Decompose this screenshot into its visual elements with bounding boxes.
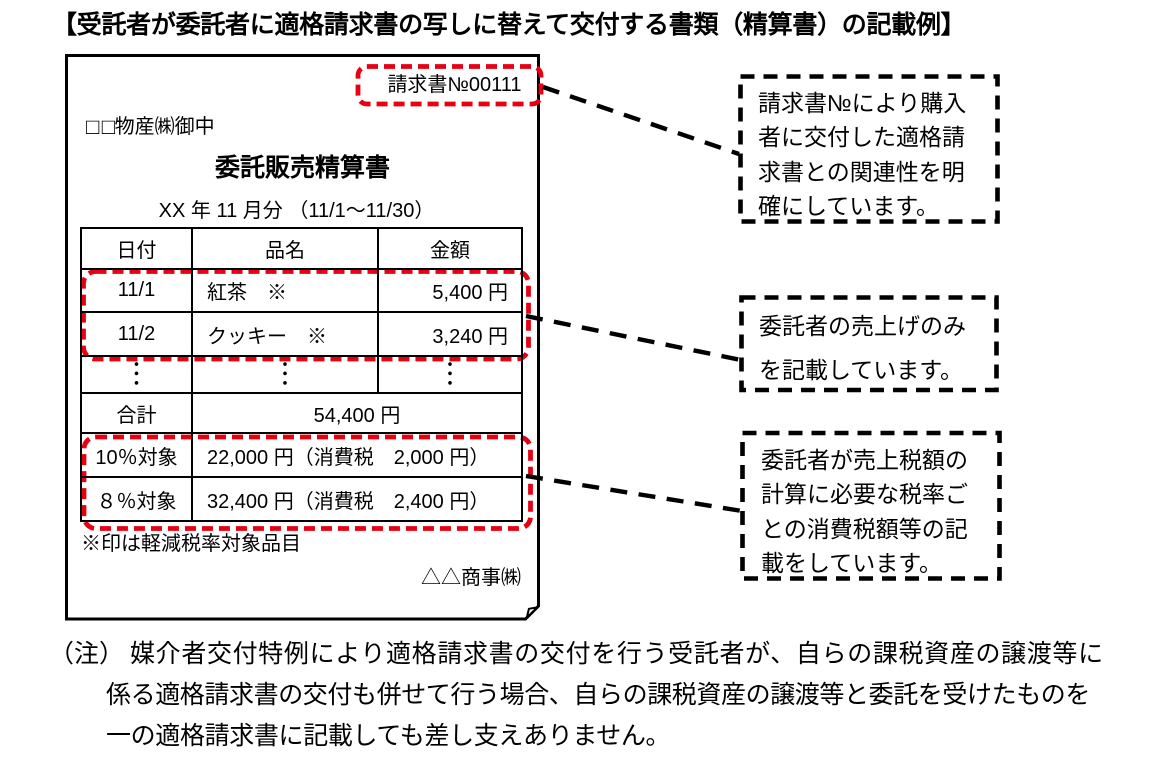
ellipsis-cell: ︙ <box>191 355 379 394</box>
addressee-name: 物産㈱御中 <box>114 116 215 138</box>
table-header-row: 日付 品名 金額 <box>80 227 523 270</box>
callout-text-line: との消費税額等の記 <box>761 515 968 542</box>
addressee-placeholder: □□ <box>86 114 118 139</box>
table-row: 11/2 クッキー ※ 3,240 円 <box>80 311 523 357</box>
cell-amount: 3,240 円 <box>377 311 523 357</box>
callout-text-line: 者に交付した適格請 <box>758 124 965 151</box>
callout-text-line: 委託者の売上げのみ <box>759 313 966 339</box>
callout-border-3 <box>740 430 1002 581</box>
settlement-table: 日付 品名 金額 11/1 紅茶 ※ 5,400 円 11/2 クッキー ※ 3… <box>80 227 523 522</box>
cell-date: 11/2 <box>80 311 193 357</box>
connector-item-rows <box>525 313 742 363</box>
page-title: 【受託者が委託者に適格請求書の写しに替えて交付する書類（精算書）の記載例】 <box>52 11 966 39</box>
cell-item: クッキー ※ <box>191 311 379 357</box>
cell-date: 11/1 <box>80 268 193 313</box>
table-tax-row: 10％対象 22,000 円（消費税 2,000 円） <box>80 432 523 478</box>
connector-invoice-no <box>542 84 740 157</box>
tax-label: 10％対象 <box>80 432 193 478</box>
header-amount: 金額 <box>377 227 523 270</box>
ellipsis-cell: ︙ <box>80 355 193 394</box>
folded-corner-icon <box>525 606 539 619</box>
callout-text-line: 求書との関連性を明 <box>758 158 965 185</box>
total-label: 合計 <box>80 392 193 434</box>
table-row: 11/1 紅茶 ※ 5,400 円 <box>80 268 523 313</box>
addressee: □□物産㈱御中 <box>86 114 215 140</box>
callout-item-rows: 委託者の売上げのみ を記載しています。 <box>759 305 966 392</box>
total-value: 54,400 円 <box>191 392 523 434</box>
cell-amount: 5,400 円 <box>377 268 523 313</box>
tax-value: 22,000 円（消費税 2,000 円） <box>191 432 523 478</box>
table-tax-row: ８％対象 32,400 円（消費税 2,400 円） <box>80 476 523 522</box>
connector-tax-rows <box>525 473 743 514</box>
callout-tax-rows: 委託者が売上税額の 計算に必要な税率ご との消費税額等の記 載をしています。 <box>761 443 968 581</box>
header-item: 品名 <box>191 227 379 270</box>
note-line: （注）媒介者交付特例により適格請求書の交付を行う受託者が、自らの課税資産の譲渡等… <box>49 639 1104 669</box>
company-name: △△商事㈱ <box>421 567 521 589</box>
callout-border-2 <box>739 295 999 393</box>
callout-text-line: 請求書№により購入 <box>758 90 967 116</box>
callout-text-line: 載をしています。 <box>761 550 943 577</box>
callout-text-line: 計算に必要な税率ご <box>761 481 968 508</box>
ellipsis-cell: ︙ <box>377 355 523 394</box>
reduced-tax-footnote: ※印は軽減税率対象品目 <box>81 533 301 555</box>
highlight-invoice-no <box>355 64 544 107</box>
callout-invoice-no: 請求書№により購入 者に交付した適格請 求書との関連性を明 確にしています。 <box>758 86 966 224</box>
document-title: 委託販売精算書 <box>214 154 390 182</box>
note-line: 一の適格請求書に記載しても差し支えありません。 <box>106 722 671 750</box>
invoice-number: 請求書№00111 <box>387 74 522 96</box>
callout-text-line: 確にしています。 <box>758 193 940 220</box>
tax-value: 32,400 円（消費税 2,400 円） <box>191 476 523 522</box>
note-label: （注） <box>49 640 125 668</box>
header-date: 日付 <box>80 227 193 270</box>
cell-item: 紅茶 ※ <box>191 268 379 313</box>
callout-border-1 <box>738 74 1000 224</box>
callout-text-line: を記載しています。 <box>759 356 964 383</box>
table-total-row: 合計 54,400 円 <box>80 392 523 434</box>
table-ellipsis-row: ︙ ︙ ︙ <box>80 355 523 394</box>
callout-text-line: 委託者が売上税額の <box>761 447 968 473</box>
billing-period: XX 年 11 月分 （11/1～11/30） <box>158 200 435 222</box>
note-text: 媒介者交付特例により適格請求書の交付を行う受託者が、自らの課税資産の譲渡等に <box>130 640 1104 668</box>
note-line: 係る適格請求書の交付も併せて行う場合、自らの課税資産の譲渡等と委託を受けたものを <box>106 681 1091 709</box>
tax-label: ８％対象 <box>80 476 193 522</box>
